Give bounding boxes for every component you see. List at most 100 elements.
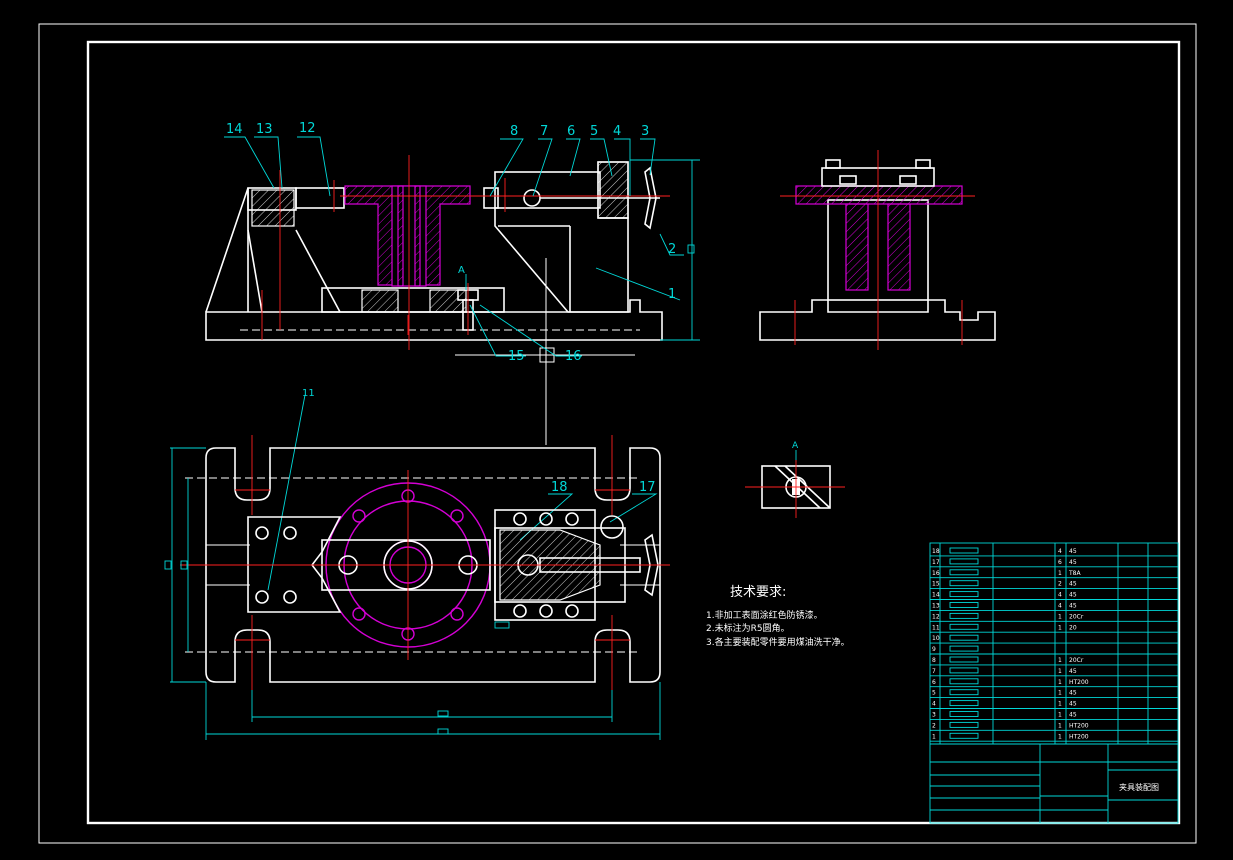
parts-cell-no: 11	[932, 624, 940, 631]
part-label: 16	[565, 349, 582, 364]
parts-cell-qty: 1	[1058, 722, 1062, 729]
parts-cell-material: 20	[1069, 624, 1077, 631]
parts-cell-material: HT200	[1069, 722, 1089, 729]
parts-cell-qty: 6	[1058, 559, 1062, 566]
parts-cell-code	[949, 569, 979, 576]
parts-cell-qty: 1	[1058, 679, 1062, 686]
part-label: 1	[668, 287, 676, 302]
parts-cell-material: 45	[1069, 559, 1077, 566]
parts-cell-code	[949, 732, 979, 739]
part-label: 4	[613, 124, 621, 139]
parts-cell-material: HT200	[1069, 679, 1089, 686]
parts-cell-qty: 1	[1058, 712, 1062, 719]
parts-cell-code	[949, 591, 979, 598]
parts-cell-no: 9	[932, 646, 936, 653]
part-label: 13	[256, 122, 273, 137]
parts-cell-code	[949, 678, 979, 685]
front-view	[205, 155, 700, 445]
parts-cell-material: 45	[1069, 581, 1077, 588]
parts-cell-code	[949, 623, 979, 630]
part-label: 14	[226, 122, 243, 137]
parts-cell-qty: 4	[1058, 603, 1062, 610]
inner-border	[86, 40, 1181, 825]
part-label: 17	[639, 480, 656, 495]
parts-cell-code	[949, 634, 979, 641]
parts-cell-qty: 1	[1058, 733, 1062, 740]
parts-cell-code	[949, 656, 979, 663]
parts-cell-qty: 4	[1058, 548, 1062, 555]
part-label: 5	[590, 124, 598, 139]
parts-cell-no: 4	[932, 701, 936, 708]
part-label: 7	[540, 124, 548, 139]
part-label: 11	[302, 388, 315, 399]
parts-cell-qty: 1	[1058, 657, 1062, 664]
part-label: 8	[510, 124, 518, 139]
tech-req-title: 技术要求:	[730, 585, 786, 600]
drawing-title: 夹具装配图	[1119, 782, 1159, 792]
part-label: 6	[567, 124, 575, 139]
part-label: 15	[508, 349, 525, 364]
section-mark: A	[458, 265, 465, 276]
parts-cell-no: 2	[932, 722, 936, 729]
parts-cell-code	[949, 711, 979, 717]
parts-cell-code	[949, 645, 979, 652]
parts-cell-no: 1	[932, 733, 936, 740]
parts-cell-qty: 1	[1058, 570, 1062, 577]
parts-cell-material: 45	[1069, 668, 1077, 675]
part-label: 2	[668, 242, 676, 257]
parts-cell-no: 17	[932, 559, 940, 566]
parts-cell-code	[949, 558, 979, 565]
parts-cell-material: T8A	[1068, 570, 1081, 577]
parts-cell-no: 16	[932, 570, 940, 577]
parts-cell-material: 45	[1069, 603, 1077, 610]
tech-req-item: 1.非加工表面涂红色防锈漆。	[706, 609, 823, 621]
parts-cell-qty: 1	[1058, 701, 1062, 708]
parts-cell-material: 20Cr	[1069, 613, 1084, 620]
parts-cell-qty: 1	[1058, 624, 1062, 631]
parts-cell-no: 6	[932, 679, 936, 686]
parts-cell-material: 45	[1069, 690, 1077, 697]
parts-cell-qty: 1	[1058, 613, 1062, 620]
parts-cell-material: 45	[1069, 701, 1077, 708]
view-label: A	[792, 441, 799, 451]
parts-cell-code	[949, 721, 979, 728]
parts-cell-no: 15	[932, 581, 940, 588]
tech-requirements: 技术要求: 1.非加工表面涂红色防锈漆。 2.未标注为R5圆角。 3.各主要装配…	[706, 585, 850, 648]
parts-cell-no: 10	[932, 635, 940, 642]
parts-cell-no: 14	[932, 592, 940, 599]
part-label: 12	[299, 121, 316, 136]
parts-cell-qty: 1	[1058, 690, 1062, 697]
parts-cell-no: 5	[932, 690, 936, 697]
parts-cell-code	[949, 612, 979, 619]
parts-cell-material: 45	[1069, 592, 1077, 599]
parts-cell-qty: 1	[1058, 668, 1062, 675]
parts-cell-code	[949, 602, 979, 608]
part-label: 3	[641, 124, 649, 139]
side-view	[759, 150, 996, 350]
parts-cell-qty: 2	[1058, 581, 1062, 588]
parts-cell-code	[949, 700, 979, 707]
parts-cell-material: 20Cr	[1069, 657, 1084, 664]
parts-cell-no: 12	[932, 613, 940, 620]
part-labels: 14 13 12 8 7 6 5 4 3 2 1 15 16 11 18 17 …	[226, 121, 676, 495]
top-view	[164, 435, 670, 740]
tech-req-item: 3.各主要装配零件要用煤油洗干净。	[706, 636, 850, 648]
parts-cell-no: 18	[932, 548, 940, 555]
view-a: A	[745, 441, 845, 518]
outer-border	[38, 23, 1197, 844]
parts-cell-qty: 4	[1058, 592, 1062, 599]
parts-cell-material: HT200	[1069, 733, 1089, 740]
parts-cell-no: 13	[932, 603, 940, 610]
parts-cell-no: 8	[932, 657, 936, 664]
parts-cell-code	[949, 689, 979, 696]
parts-cell-code	[949, 580, 979, 587]
parts-cell-material: 45	[1069, 712, 1077, 719]
parts-cell-no: 7	[932, 668, 936, 675]
part-label: 18	[551, 480, 568, 495]
parts-cell-material: 45	[1069, 548, 1077, 555]
parts-cell-no: 3	[932, 712, 936, 719]
leaders	[224, 136, 684, 591]
tech-req-item: 2.未标注为R5圆角。	[706, 622, 790, 634]
